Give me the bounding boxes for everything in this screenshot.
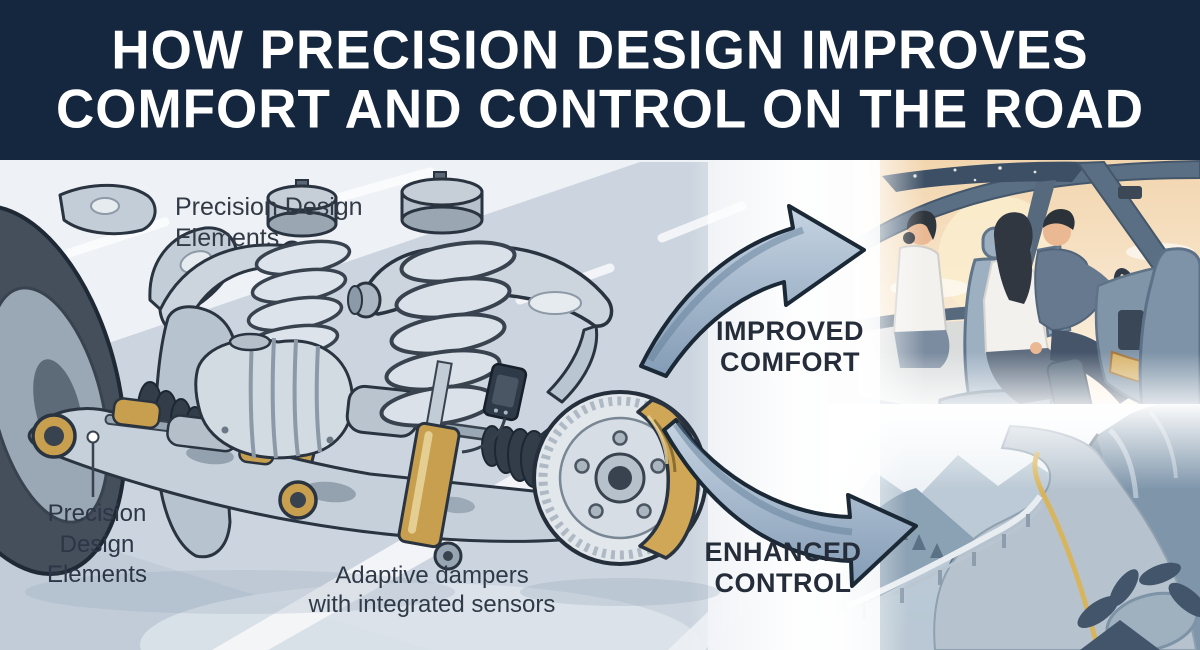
suspension-illustration <box>0 171 720 614</box>
label-text: Precision <box>47 500 147 527</box>
label-text: Design <box>59 530 135 558</box>
label-precision-design-top: Precision Design Elements <box>175 192 363 253</box>
label-text: ENHANCED <box>704 537 862 567</box>
car-interior-scene <box>854 160 1200 418</box>
label-text: Adaptive dampers <box>335 562 529 589</box>
label-enhanced-control: ENHANCED CONTROL <box>683 537 883 599</box>
damper-sensor <box>482 362 528 422</box>
mountain-road-scene <box>828 404 1200 650</box>
label-text: Precision Design <box>175 193 363 221</box>
sunroof-glass <box>882 161 1088 192</box>
adaptive-damper <box>397 360 463 571</box>
curved-arrow-comfort-icon <box>639 204 866 378</box>
rearview-mirror <box>1118 186 1142 199</box>
page-title-line-2: COMFORT AND CONTROL ON THE ROAD <box>56 78 1144 141</box>
brake-disc <box>532 390 708 566</box>
label-text: IMPROVED <box>715 316 865 346</box>
header-banner: HOW PRECISION DESIGN IMPROVES COMFORT AN… <box>0 0 1200 160</box>
label-precision-design-bottom: Precision Design Elements <box>17 499 177 591</box>
coil-spring-middle <box>379 240 517 428</box>
foliage <box>1077 562 1200 650</box>
leader-dot <box>86 430 100 444</box>
label-text: CONTROL <box>714 568 852 599</box>
lug-holes <box>574 430 666 519</box>
curved-arrow-control-icon <box>662 418 918 588</box>
label-text: Elements <box>175 223 280 252</box>
label-text: COMFORT <box>720 347 860 378</box>
label-text: with integrated sensors <box>308 591 556 619</box>
label-adaptive-dampers: Adaptive dampers with integrated sensors <box>272 561 592 620</box>
strut-middle <box>379 171 528 571</box>
label-improved-comfort: IMPROVED COMFORT <box>690 316 890 378</box>
page-title-line-1: HOW PRECISION DESIGN IMPROVES <box>111 19 1089 81</box>
arrows <box>639 204 918 588</box>
label-text: Elements <box>46 561 148 589</box>
